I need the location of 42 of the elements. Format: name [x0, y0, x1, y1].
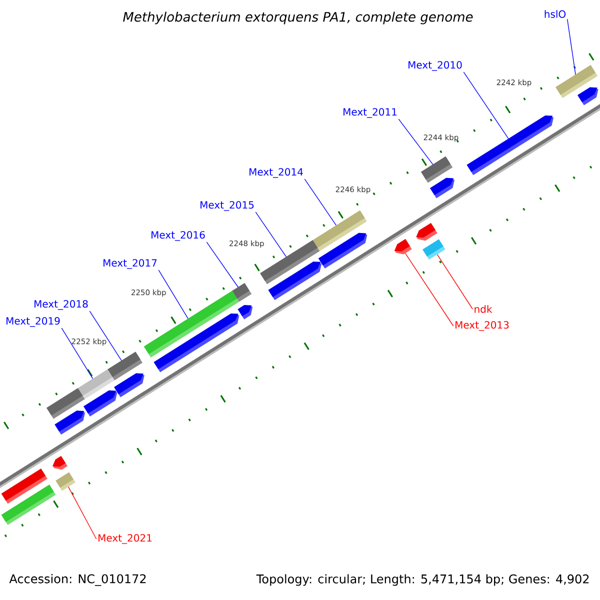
gene-block: [318, 232, 368, 269]
gene-block: [1, 468, 48, 504]
gene-block: [84, 390, 118, 416]
accession-text: Accession: NC_010172: [9, 574, 146, 586]
leader-line: [436, 254, 473, 310]
gene-block: [238, 305, 253, 320]
leader-line: [68, 486, 97, 540]
gene-label: Mext_2017: [104, 259, 157, 269]
leader-line: [566, 18, 576, 75]
gene-block: [52, 456, 68, 470]
gene-block: [394, 239, 412, 254]
leader-line: [89, 310, 122, 361]
gene-block: [416, 222, 438, 241]
gene-label: Mext_2019: [6, 317, 60, 327]
leader-line: [463, 72, 509, 140]
gene-block: [114, 373, 144, 398]
gene-block: [578, 87, 598, 106]
title: Methylobacterium extorquens PA1, complete genome: [123, 12, 473, 24]
gene-block: [466, 115, 554, 176]
leader-line: [404, 252, 454, 326]
gene-label: Mext_2011: [344, 108, 397, 118]
leader-line: [158, 270, 188, 319]
gene-label: Mext_2013: [456, 321, 509, 331]
gene-block: [422, 239, 446, 260]
gene-label: Mext_2021: [98, 534, 152, 544]
leader-line: [206, 242, 238, 288]
gene-label: Mext_2015: [200, 201, 254, 211]
gene-label: Mext_2014: [250, 168, 303, 178]
gene-block: [54, 410, 86, 435]
leader-line: [304, 178, 337, 226]
gene-block: [56, 472, 76, 491]
gene-label: ndk: [474, 305, 492, 313]
gene-block: [268, 262, 322, 300]
gene-label: hslO: [544, 10, 566, 18]
gene-block: [154, 313, 240, 372]
gene-label: Mext_2010: [408, 61, 462, 71]
gene-block: [430, 178, 455, 198]
gene-label: Mext_2016: [152, 231, 205, 241]
leader-line: [398, 118, 434, 165]
leader-line: [61, 328, 94, 380]
gene-label: Mext_2018: [34, 300, 88, 310]
genome-info-text: Topology: circular; Length: 5,471,154 bp; Genes: 4,902: [256, 574, 589, 586]
